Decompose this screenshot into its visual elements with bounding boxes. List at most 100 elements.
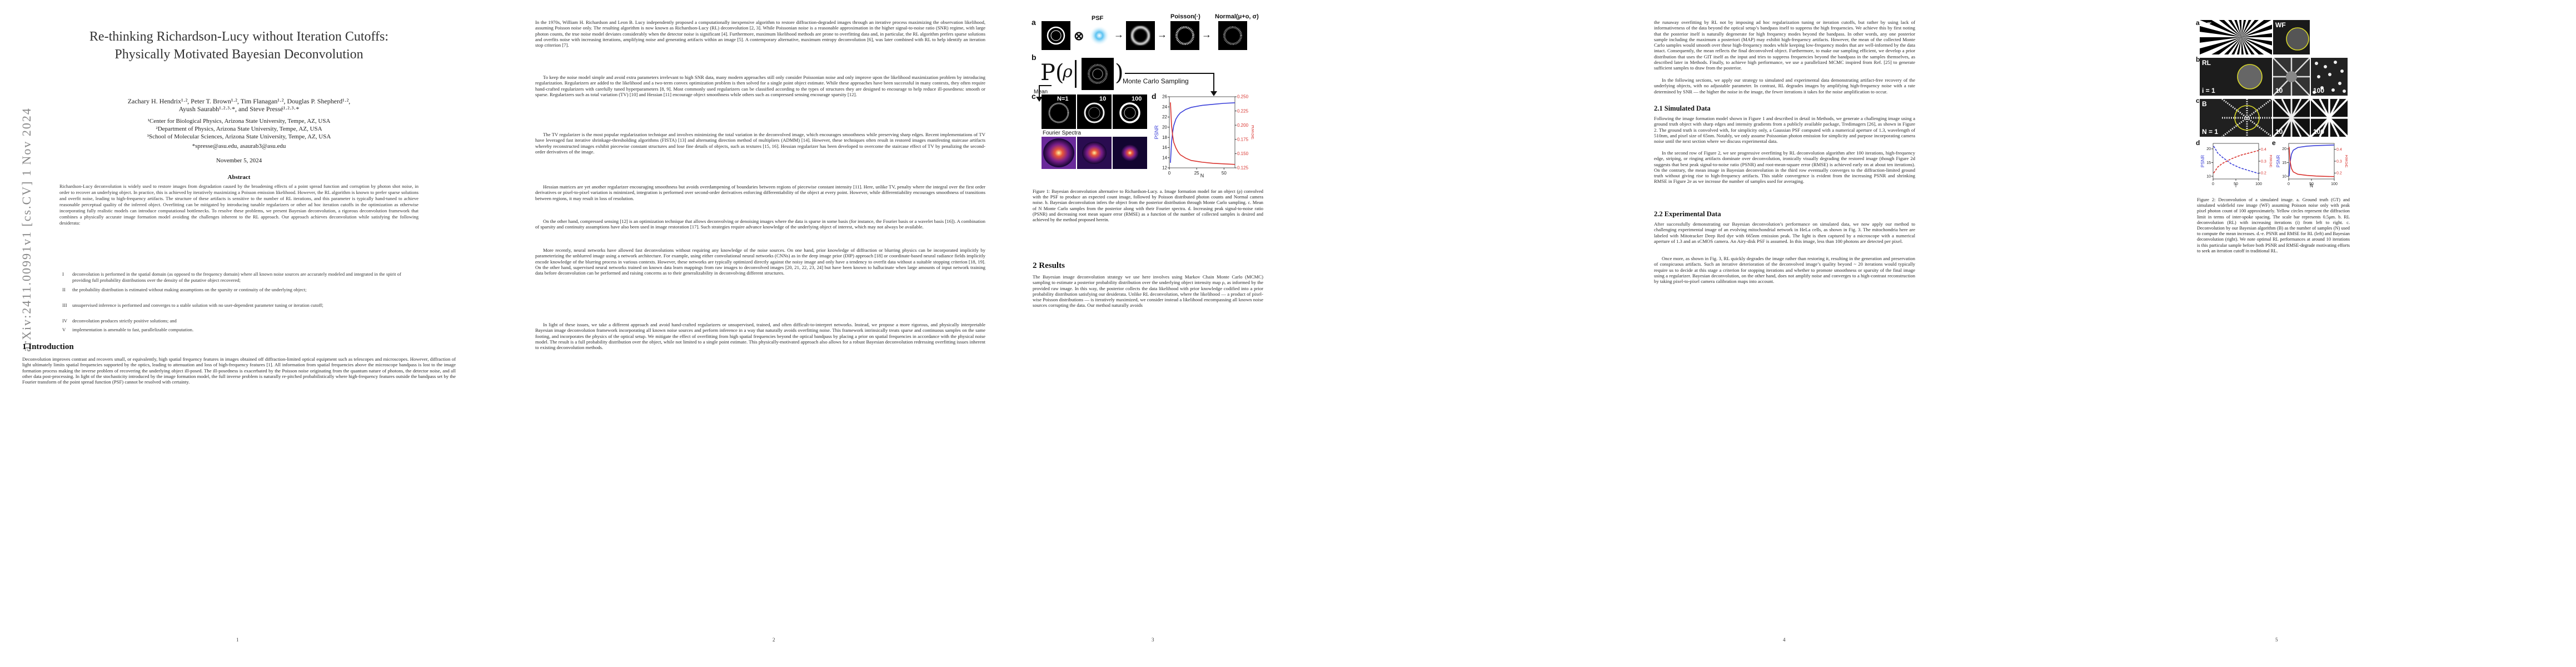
psf-label: PSF bbox=[1092, 15, 1104, 22]
y2-tick-label: 0.150 bbox=[1237, 151, 1249, 156]
spoke-wedge bbox=[2241, 37, 2271, 54]
rmse-series-line bbox=[2289, 147, 2335, 177]
y-tick-label: 20 bbox=[2282, 147, 2286, 151]
page-4: the runaway overfitting by RL not by imp… bbox=[1546, 0, 2061, 667]
psnr-series-line bbox=[2289, 145, 2335, 177]
y-tick-label: 10 bbox=[2282, 175, 2286, 178]
x-tick-label: 25 bbox=[1194, 171, 1199, 176]
posterior-close: ) bbox=[1115, 60, 1124, 86]
page-number: 3 bbox=[1152, 637, 1154, 643]
x-axis-label: i bbox=[2235, 183, 2236, 188]
fourier-n100 bbox=[1113, 137, 1147, 169]
figure-1-caption: Figure 1: Bayesian deconvolution alterna… bbox=[1033, 189, 1263, 223]
y2-tick-label: 0.200 bbox=[1237, 123, 1249, 128]
bayes-n10: 10 bbox=[2273, 99, 2310, 137]
y-tick-label: 20 bbox=[2206, 147, 2211, 151]
y-axis-label: PSNR bbox=[1154, 125, 1159, 140]
fourier-label: Fourier Spectra bbox=[1043, 130, 1081, 136]
y2-tick-label: 0.175 bbox=[1237, 137, 1249, 142]
spoke-wedge bbox=[2236, 20, 2241, 37]
y2-tick-label: 0.250 bbox=[1237, 94, 1249, 99]
psf-image bbox=[1088, 24, 1110, 47]
author-block: Zachary H. Hendrix¹·², Peter T. Brown¹·²… bbox=[127, 97, 351, 150]
gt-image: GT bbox=[2200, 20, 2272, 54]
panel-label: a bbox=[1032, 18, 1036, 27]
psnr-series-line bbox=[1170, 102, 1235, 163]
x-axis-label: N bbox=[2310, 183, 2313, 188]
y-axis-label: PSNR bbox=[2276, 155, 2281, 167]
panel-label: b bbox=[2196, 56, 2200, 63]
y-tick-label: 14 bbox=[1162, 155, 1167, 160]
results-paragraph: The Bayesian image deconvolution strateg… bbox=[1033, 274, 1263, 308]
y-tick-label: 15 bbox=[2282, 161, 2286, 165]
y2-tick-label: 0.3 bbox=[2336, 160, 2342, 163]
y2-tick-label: 0.125 bbox=[1237, 166, 1249, 171]
body-paragraph: In light of these issues, we take a diff… bbox=[535, 322, 985, 351]
poisson-image bbox=[1170, 21, 1199, 50]
page-number: 1 bbox=[236, 637, 239, 643]
mean-arrow bbox=[1036, 85, 1052, 102]
x-tick-label: 50 bbox=[1222, 171, 1227, 176]
y-tick-label: 12 bbox=[1162, 166, 1167, 171]
y-tick-label: 18 bbox=[1162, 135, 1167, 140]
bayes-n1: B N = 1 bbox=[2200, 99, 2272, 137]
panel-label: b bbox=[1032, 53, 1037, 62]
body-paragraph: Once more, as shown in Fig. 3, RL quickl… bbox=[1654, 256, 1915, 285]
raw-data-image bbox=[1082, 58, 1114, 90]
bayes-n100: 100 bbox=[2311, 99, 2348, 137]
plot-frame bbox=[2213, 143, 2259, 180]
convolve-icon: ⊗ bbox=[1074, 29, 1084, 43]
plot-frame bbox=[1169, 96, 1235, 168]
y2-tick-label: 0.4 bbox=[2261, 148, 2266, 152]
blurred-image bbox=[1126, 21, 1155, 50]
arrow-icon: → bbox=[1114, 29, 1124, 40]
spoke-wedge bbox=[2200, 20, 2241, 37]
y2-axis-label: RMSE bbox=[2344, 155, 2348, 167]
y-tick-label: 16 bbox=[1162, 145, 1167, 150]
mc-arrow-diagram bbox=[1125, 73, 1217, 96]
rmse-series-line bbox=[2213, 150, 2259, 173]
y-axis-label: PSNR bbox=[2200, 155, 2205, 167]
body-paragraph: The TV regularizer is the most popular r… bbox=[535, 132, 985, 155]
spoke-wedge bbox=[2241, 20, 2255, 37]
rl-iter-100: 100 bbox=[2311, 58, 2348, 96]
y-tick-label: 26 bbox=[1162, 94, 1167, 99]
body-paragraph: In the following sections, we apply our … bbox=[1654, 77, 1915, 94]
intro-paragraph: Deconvolution improves contrast and reco… bbox=[22, 356, 456, 385]
y2-tick-label: 0.2 bbox=[2261, 172, 2266, 176]
spoke-wedge bbox=[2239, 37, 2241, 54]
panel-label: c bbox=[1032, 92, 1036, 101]
spoke-wedge bbox=[2224, 20, 2241, 37]
page-1: arXiv:2411.00991v1 [cs.CV] 1 Nov 2024 Re… bbox=[0, 0, 515, 667]
x-tick-label: 100 bbox=[2255, 182, 2262, 186]
y2-axis-label: RMSE bbox=[1250, 125, 1254, 140]
x-tick-label: 50 bbox=[2234, 182, 2238, 186]
arrow-icon: → bbox=[1202, 29, 1212, 40]
object-image bbox=[1042, 21, 1070, 50]
x-tick-label: 50 bbox=[2309, 182, 2314, 186]
wf-image: WF bbox=[2273, 20, 2310, 54]
body-paragraph: In the 1970s, William H. Richardson and … bbox=[535, 19, 985, 48]
rl-iter-1: RL i = 1 bbox=[2200, 58, 2272, 96]
fourier-n1 bbox=[1042, 137, 1076, 169]
body-paragraph: After successfully demonstrating our Bay… bbox=[1654, 221, 1915, 244]
x-axis-label: N bbox=[1200, 173, 1204, 178]
body-paragraph: In the second row of Figure 2, we see pr… bbox=[1654, 150, 1915, 185]
y2-tick-label: 0.3 bbox=[2261, 160, 2266, 163]
y2-tick-label: 0.4 bbox=[2336, 148, 2342, 152]
fourier-n10 bbox=[1077, 137, 1112, 169]
rho-symbol: ρ bbox=[1063, 62, 1073, 82]
rmse-series-line bbox=[1170, 102, 1235, 165]
conditional-bar bbox=[1075, 60, 1077, 88]
y2-tick-label: 0.225 bbox=[1237, 108, 1249, 113]
panel-label: d bbox=[2196, 139, 2200, 147]
y-tick-label: 15 bbox=[2206, 161, 2211, 165]
y-tick-label: 22 bbox=[1162, 115, 1167, 120]
page-number: 4 bbox=[1783, 637, 1786, 643]
